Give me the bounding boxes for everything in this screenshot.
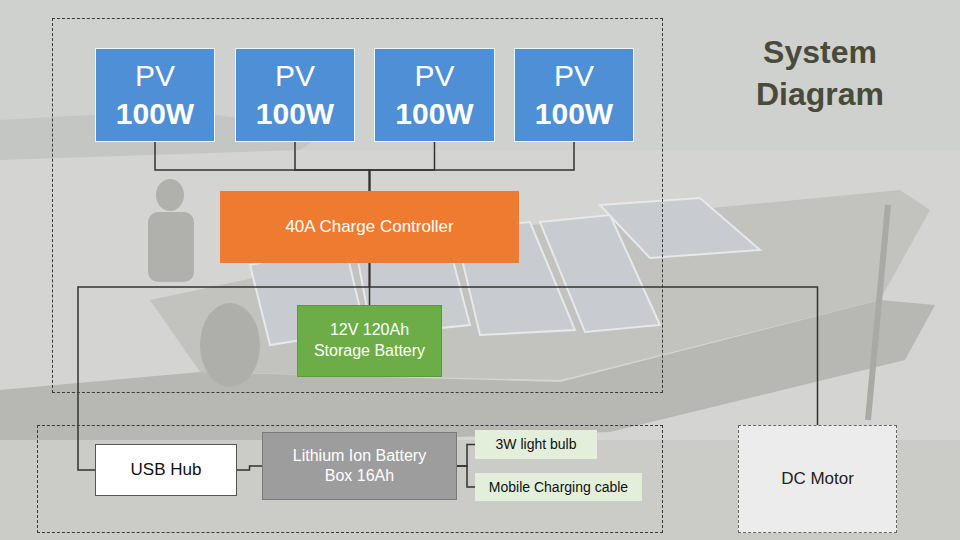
motor-label: DC Motor xyxy=(781,468,854,490)
group-box: PV100WPV100WPV100WPV100W40A Charge Contr… xyxy=(52,18,663,393)
output-box: 3W light bulb xyxy=(475,430,597,459)
sack xyxy=(200,303,260,387)
pv-panel-box: PV100W xyxy=(95,48,215,142)
hub-label: USB Hub xyxy=(131,459,202,481)
output-label: Mobile Charging cable xyxy=(489,478,628,496)
pv-panel-box: PV100W xyxy=(374,48,495,142)
pv-label: PV xyxy=(554,57,594,95)
boat-roof xyxy=(150,190,930,380)
pv-label: PV xyxy=(275,57,315,95)
pv-panel-box: PV100W xyxy=(514,48,634,142)
wire-connector xyxy=(155,142,370,191)
wire-connector xyxy=(457,445,475,467)
pv-label: PV xyxy=(135,57,175,95)
panel xyxy=(600,198,760,258)
pv-panel-box: PV100W xyxy=(235,48,355,142)
output-label: 3W light bulb xyxy=(496,435,577,453)
battery-box: Lithium Ion Battery Box 16Ah xyxy=(262,432,457,500)
wire-connector xyxy=(370,142,435,191)
power-rating: 100W xyxy=(256,95,334,133)
power-rating: 100W xyxy=(116,95,194,133)
power-rating: 100W xyxy=(535,95,613,133)
person-body xyxy=(148,212,194,282)
battery-label: 12V 120Ah Storage Battery xyxy=(307,320,432,362)
far-water xyxy=(0,0,960,150)
wire-connector xyxy=(237,466,262,470)
battery-label: Lithium Ion Battery Box 16Ah xyxy=(277,446,442,486)
wire-connector xyxy=(370,142,575,191)
output-box: Mobile Charging cable xyxy=(475,473,642,501)
motor-box: DC Motor xyxy=(738,425,897,533)
pole xyxy=(868,205,888,420)
power-rating: 100W xyxy=(395,95,473,133)
hub-box: USB Hub xyxy=(95,444,237,496)
diagram-title: System Diagram xyxy=(730,32,910,115)
person-head xyxy=(156,179,184,211)
battery-box: 12V 120Ah Storage Battery xyxy=(297,305,442,377)
group-box: USB Hub Lithium Ion Battery Box 16Ah 3W li… xyxy=(37,425,663,533)
controller-box: 40A Charge Controller xyxy=(220,191,519,263)
wire-connector xyxy=(295,142,370,191)
wire-connector xyxy=(457,466,475,487)
pv-label: PV xyxy=(414,57,454,95)
controller-label: 40A Charge Controller xyxy=(285,216,453,238)
